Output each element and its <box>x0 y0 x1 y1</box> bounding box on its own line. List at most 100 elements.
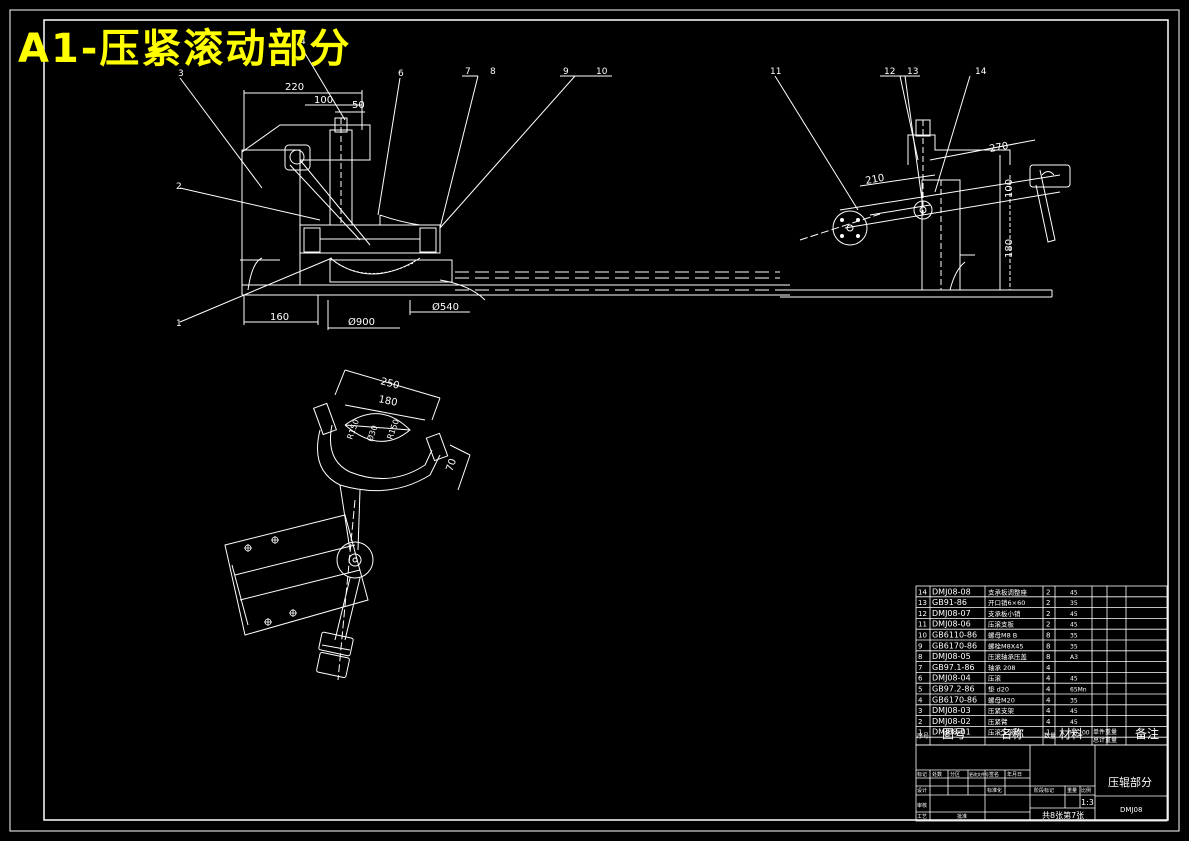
bom-cell-name: 压滚轴承压盖 <box>988 652 1028 661</box>
bom-cell-code: GB91-86 <box>932 598 967 607</box>
bom-cell-mat: A3 <box>1070 654 1078 661</box>
bom-cell-no: 12 <box>918 610 927 618</box>
drawing-number: DMJ08 <box>1120 806 1142 814</box>
balloon-9: 9 <box>563 67 569 77</box>
dim-180-detail: 180 <box>377 394 398 409</box>
bom-cell-code: GB97.1-86 <box>932 663 975 672</box>
weight-label: 重量 <box>1067 787 1077 794</box>
dim-d540: Ø540 <box>432 301 459 313</box>
role-design: 设计 <box>917 787 927 794</box>
bom-cell-code: DMJ08-08 <box>932 587 971 596</box>
bom-cell-code: DMJ08-06 <box>932 620 971 629</box>
bom-cell-no: 3 <box>918 707 922 715</box>
std-label: 标准化 <box>987 787 1002 794</box>
row-label-date: 年月日 <box>1007 771 1022 778</box>
bom-cell-no: 1 <box>918 729 922 737</box>
bom-cell-no: 13 <box>918 599 927 607</box>
bom-cell-mat: 35 <box>1070 643 1078 650</box>
dim-270: 270 <box>989 141 1010 155</box>
stage-label: 阶段标记 <box>1034 787 1054 794</box>
detail-view <box>224 369 471 681</box>
bom-table <box>915 585 1168 746</box>
role-audit: 审核 <box>917 802 927 809</box>
bom-cell-name: 轴承 208 <box>988 663 1015 672</box>
dim-100-vert: 100 <box>1004 179 1015 198</box>
bom-cell-name: 螺栓M8X45 <box>988 641 1023 650</box>
balloon-4: 4 <box>300 37 306 47</box>
bom-cell-mat: 65Mn <box>1070 687 1087 694</box>
scale-label: 比例 <box>1081 787 1091 794</box>
bom-cell-mat: 35 <box>1070 633 1078 640</box>
bom-cell-name: 压滚下滚筒 <box>988 728 1021 737</box>
drawing-title: A1-压紧滚动部分 <box>18 26 352 72</box>
balloon-labels: 1 2 3 4 6 7 8 9 10 11 12 13 14 <box>176 37 987 329</box>
row-label-count: 处数 <box>932 771 942 778</box>
bom-header-note: 备注 <box>1135 726 1159 741</box>
balloon-6: 6 <box>398 69 404 79</box>
bom-header-totw: 总计重量 <box>1093 736 1117 744</box>
bom-header-code: 图号 <box>942 727 966 741</box>
balloon-7: 7 <box>465 67 471 77</box>
bom-cell-qty: 4 <box>1046 718 1051 726</box>
balloon-11: 11 <box>770 67 781 77</box>
bom-cell-name: 压滚支板 <box>988 620 1015 629</box>
bom-header-mat: 材料 <box>1059 727 1083 741</box>
balloon-13: 13 <box>907 67 918 77</box>
bom-cell-no: 10 <box>918 632 927 640</box>
bom-cell-mat: 45 <box>1070 719 1078 726</box>
balloon-1: 1 <box>176 319 182 329</box>
approve-label: 批准 <box>957 813 967 820</box>
bom-cell-name: 螺母M20 <box>988 695 1015 704</box>
bom-header-seq: 序号 <box>917 732 929 740</box>
bom-header-name: 名称 <box>1000 726 1024 741</box>
dim-r150-a: R150 <box>345 418 361 441</box>
bom-cell-code: GB6170-86 <box>932 641 977 650</box>
bom-cell-code: GB6170-86 <box>932 695 977 704</box>
bom-cell-qty: 2 <box>1046 588 1050 596</box>
bom-cell-qty: 1 <box>1046 729 1050 737</box>
bom-cell-qty: 8 <box>1046 653 1050 661</box>
bom-cell-name: 压滚 <box>988 674 1002 683</box>
bom-cell-qty: 8 <box>1046 642 1050 650</box>
balloon-14: 14 <box>975 67 987 77</box>
dim-220: 220 <box>285 82 304 93</box>
bom-cell-name: 支承板调整座 <box>988 587 1028 596</box>
bom-cell-no: 8 <box>918 653 922 661</box>
bom-cell-code: GB6110-86 <box>932 631 977 640</box>
bom-cell-code: DMJ08-07 <box>932 609 971 618</box>
balloon-10: 10 <box>596 67 608 77</box>
row-label-zone: 分区 <box>950 771 960 778</box>
dim-100: 100 <box>314 95 333 106</box>
bom-cell-name: 开口销6×60 <box>988 598 1025 607</box>
dim-70: 70 <box>444 457 459 473</box>
bom-cell-code: DMJ08-04 <box>932 674 971 683</box>
front-view <box>179 44 790 330</box>
bom-header-qty: 数量 <box>1044 732 1056 740</box>
bom-cell-name: 垫 d20 <box>988 685 1009 694</box>
bom-cell-name: 压紧臂 <box>988 717 1008 726</box>
sheet-info: 共8张第7张 <box>1042 810 1084 820</box>
row-label-mark: 标记 <box>917 771 927 778</box>
title-block-text: 压辊部分 DMJ08 阶段标记 重量 比例 1:3 共8张第7张 标记 处数 分… <box>917 771 1152 820</box>
dim-d900: Ø900 <box>348 316 375 328</box>
balloon-3: 3 <box>178 69 184 79</box>
bom-cell-code: DMJ08-05 <box>932 652 971 661</box>
inner-border <box>43 19 1169 821</box>
bom-cell-no: 9 <box>918 642 922 650</box>
bom-cell-mat: 45 <box>1070 589 1078 596</box>
bom-cell-code: GB97.2-86 <box>932 685 975 694</box>
bom-cell-no: 7 <box>918 664 922 672</box>
scale-value: 1:3 <box>1081 798 1094 807</box>
side-view <box>774 75 1071 298</box>
dim-180-vert: 180 <box>1004 239 1015 258</box>
bom-cell-name: 支承板小销 <box>988 609 1021 618</box>
dim-50: 50 <box>352 100 365 111</box>
dim-250: 250 <box>379 376 400 392</box>
bom-cell-qty: 4 <box>1046 686 1051 694</box>
bom-header-unitw: 单件重量 <box>1093 728 1117 736</box>
part-name: 压辊部分 <box>1108 775 1152 789</box>
bom-cell-qty: 4 <box>1046 675 1051 683</box>
bom-cell-qty: 2 <box>1046 599 1050 607</box>
